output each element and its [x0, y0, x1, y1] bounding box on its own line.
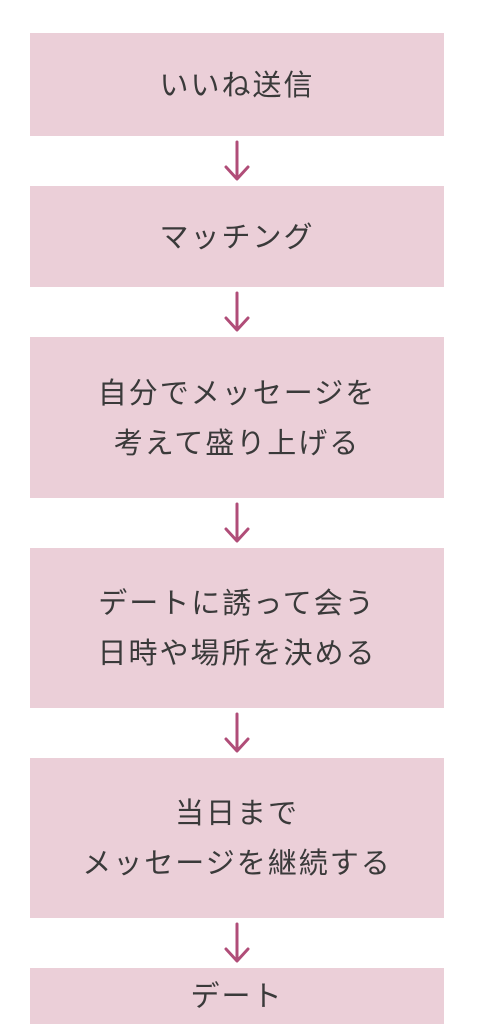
step-text: いいね送信: [159, 67, 315, 102]
step-text: デート: [190, 979, 284, 1013]
step-text-line-1: デートに誘って会う: [98, 586, 376, 620]
arrow-down-icon: [222, 291, 252, 333]
step-matching: マッチング: [30, 186, 444, 287]
arrow-down-icon: [222, 140, 252, 182]
step-invite-date: デートに誘って会う 日時や場所を決める: [30, 548, 444, 708]
step-date: デート: [30, 968, 444, 1024]
arrow-down-icon: [222, 922, 252, 964]
arrow-down-icon: [222, 502, 252, 544]
step-compose-messages: 自分でメッセージを 考えて盛り上げる: [30, 337, 444, 498]
step-continue-messages: 当日まで メッセージを継続する: [30, 758, 444, 918]
step-like-sent: いいね送信: [30, 33, 444, 136]
step-text-line-2: 考えて盛り上げる: [113, 425, 361, 460]
step-text-line-1: 自分でメッセージを: [97, 375, 377, 410]
step-text-line-2: 日時や場所を決める: [97, 636, 377, 670]
arrow-down-icon: [222, 712, 252, 754]
step-text: マッチング: [159, 219, 315, 254]
step-text-line-1: 当日まで: [174, 796, 299, 830]
step-text-line-2: メッセージを継続する: [82, 846, 392, 880]
